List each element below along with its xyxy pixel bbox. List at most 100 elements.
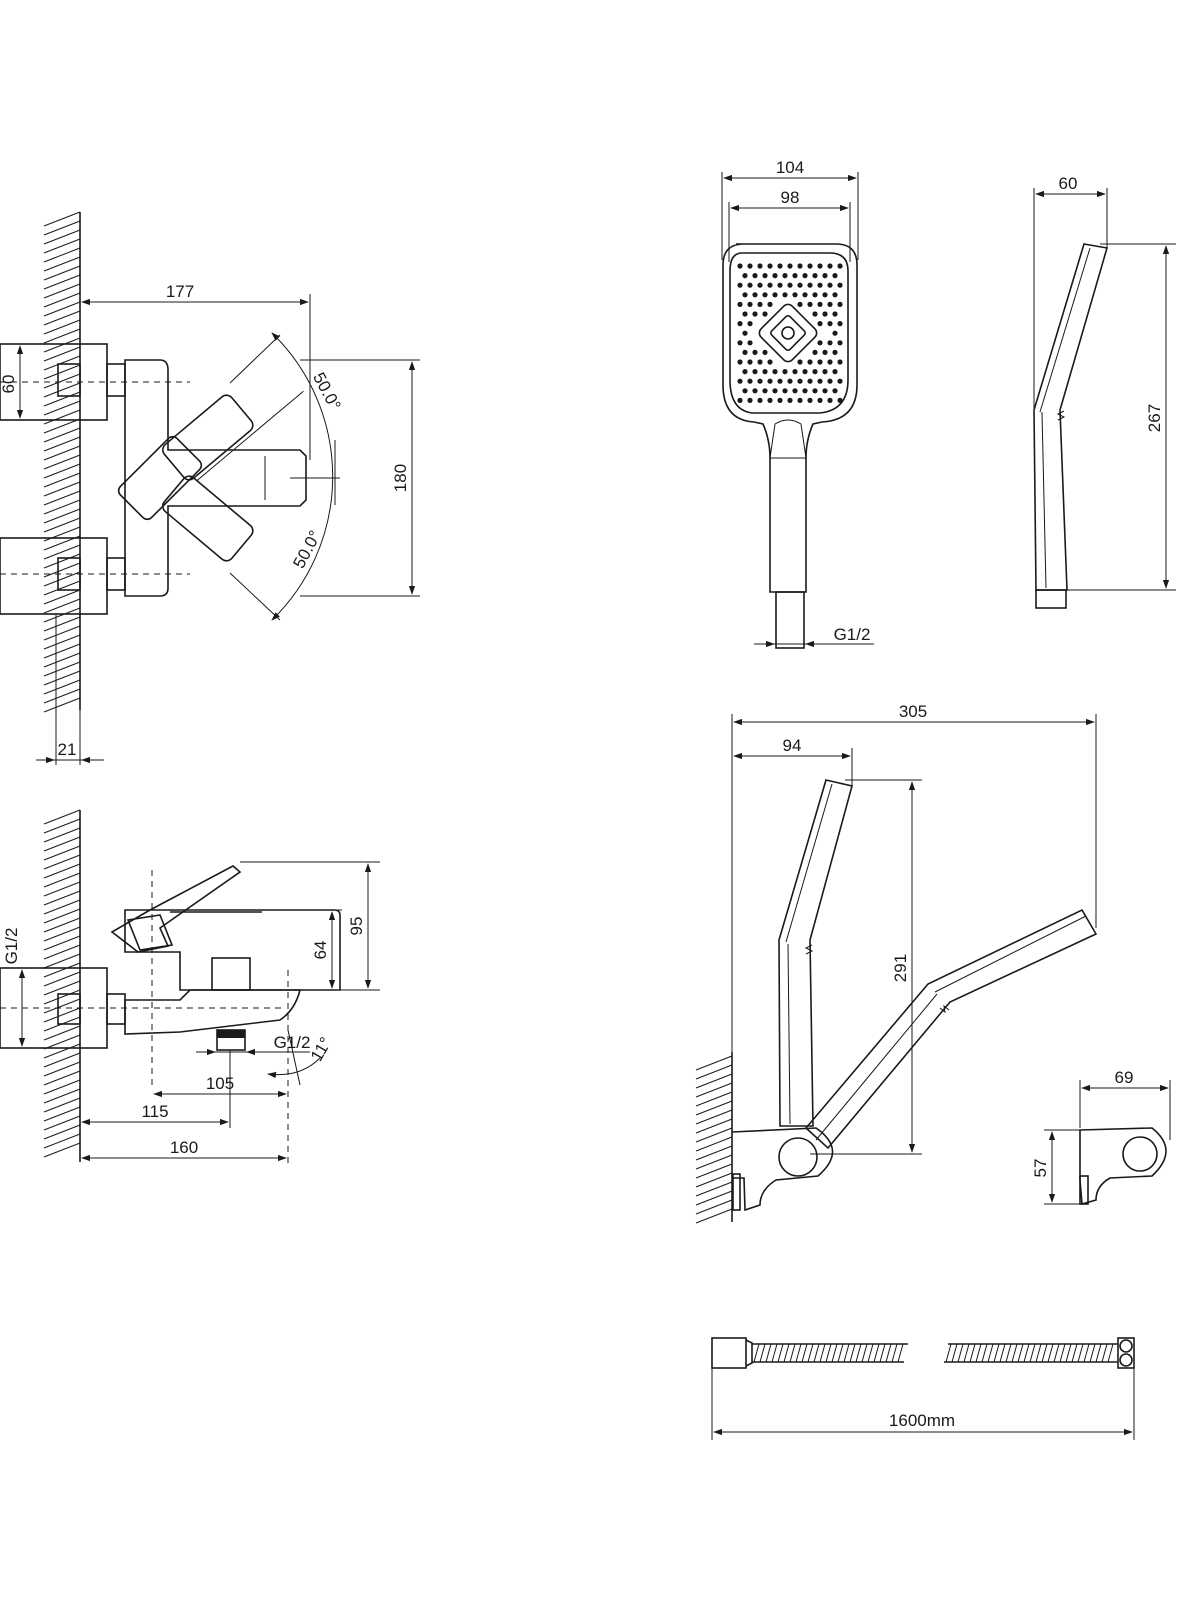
hatch-line	[43, 890, 81, 906]
nozzle-dot	[747, 359, 753, 365]
hatch-line	[43, 337, 81, 353]
nozzle-dot	[742, 349, 748, 355]
hatch-line	[43, 220, 81, 236]
hatch-line	[43, 472, 81, 488]
coil-stroke	[987, 1343, 994, 1363]
nozzle-dot	[772, 388, 778, 394]
nozzle-dot	[762, 388, 768, 394]
nozzle-dot	[737, 340, 743, 346]
hatch-line	[43, 265, 81, 281]
hatch-line	[43, 998, 81, 1014]
nozzle-dot	[812, 292, 818, 298]
nozzle-dot	[757, 301, 763, 307]
nozzle-dot	[737, 301, 743, 307]
hatch-line	[43, 1043, 81, 1059]
nozzle-dot	[797, 282, 803, 288]
hatch-line	[43, 607, 81, 623]
hatch-line	[43, 571, 81, 587]
dim-g12-outlet: G1/2	[274, 1033, 311, 1052]
hatch-line	[43, 1070, 81, 1086]
nozzle-dot	[737, 397, 743, 403]
nozzle-dot	[797, 263, 803, 269]
hatch-line	[43, 1115, 81, 1131]
hatch-line	[43, 418, 81, 434]
nozzle-dot	[742, 388, 748, 394]
nozzle-dot	[762, 369, 768, 375]
coil-stroke	[1065, 1343, 1072, 1363]
wall-holder	[731, 1127, 834, 1212]
coil-stroke	[975, 1343, 982, 1363]
coil-stroke	[819, 1343, 826, 1363]
hatch-line	[43, 980, 81, 996]
nozzle-dot	[757, 263, 763, 269]
nozzle-dot	[812, 273, 818, 279]
dim-64: 64	[311, 941, 330, 960]
nozzle-dot	[802, 273, 808, 279]
hatch-line	[43, 1079, 81, 1095]
hatch-line	[43, 971, 81, 987]
nozzle-dot	[817, 340, 823, 346]
nozzle-dot	[757, 282, 763, 288]
hatch-line	[43, 652, 81, 668]
nozzle-dot	[792, 292, 798, 298]
nozzle-dot	[742, 369, 748, 375]
wall-hatch-top	[43, 211, 81, 713]
hatch-line	[695, 1145, 733, 1161]
dim-57: 57	[1031, 1159, 1050, 1178]
coil-stroke	[1083, 1343, 1090, 1363]
nozzle-dot	[807, 301, 813, 307]
dim-69: 69	[1115, 1068, 1134, 1087]
hatch-line	[43, 229, 81, 245]
hatch-line	[43, 809, 81, 825]
dim-305: 305	[899, 702, 927, 721]
angle-50-bottom: 50.0°	[289, 527, 325, 571]
hatch-line	[43, 854, 81, 870]
nozzle-dot	[752, 311, 758, 317]
nozzle-dot	[782, 292, 788, 298]
coil-stroke	[957, 1343, 964, 1363]
nozzle-dot	[752, 349, 758, 355]
hatch-line	[43, 445, 81, 461]
nozzle-dot	[777, 282, 783, 288]
nozzle-dot	[792, 273, 798, 279]
nozzle-dot	[827, 359, 833, 365]
nozzle-dot	[782, 273, 788, 279]
nozzle-dot	[767, 282, 773, 288]
nozzle-dot	[767, 263, 773, 269]
nozzle-dot	[807, 263, 813, 269]
hatch-line	[43, 328, 81, 344]
nozzle-dot	[792, 369, 798, 375]
nozzle-dot	[802, 388, 808, 394]
nozzle-dot	[767, 378, 773, 384]
nozzle-dot	[772, 369, 778, 375]
nozzle-dot	[802, 369, 808, 375]
angle-11: 11°	[307, 1034, 336, 1065]
nozzle-dot	[752, 292, 758, 298]
hose-coil-right	[945, 1343, 1114, 1363]
coil-stroke	[1101, 1343, 1108, 1363]
coil-stroke	[873, 1343, 880, 1363]
nozzle-dot	[737, 378, 743, 384]
nozzle-dot	[777, 397, 783, 403]
coil-stroke	[849, 1343, 856, 1363]
nozzle-dot	[787, 282, 793, 288]
nozzle-dot	[832, 388, 838, 394]
hatch-line	[43, 274, 81, 290]
nozzle-dot	[767, 397, 773, 403]
hatch-line	[43, 688, 81, 704]
dim-291: 291	[891, 954, 910, 982]
hatch-line	[43, 517, 81, 533]
dim-160: 160	[170, 1138, 198, 1157]
hatch-line	[43, 454, 81, 470]
coil-stroke	[981, 1343, 988, 1363]
nozzle-dot	[757, 378, 763, 384]
hatch-line	[695, 1100, 733, 1116]
dim-95: 95	[347, 917, 366, 936]
nozzle-dot	[782, 388, 788, 394]
coil-stroke	[897, 1343, 904, 1363]
nozzle-dot	[832, 273, 838, 279]
hatch-line	[43, 364, 81, 380]
hatch-line	[43, 400, 81, 416]
spray-selector	[758, 303, 818, 363]
hatch-line	[43, 1034, 81, 1050]
